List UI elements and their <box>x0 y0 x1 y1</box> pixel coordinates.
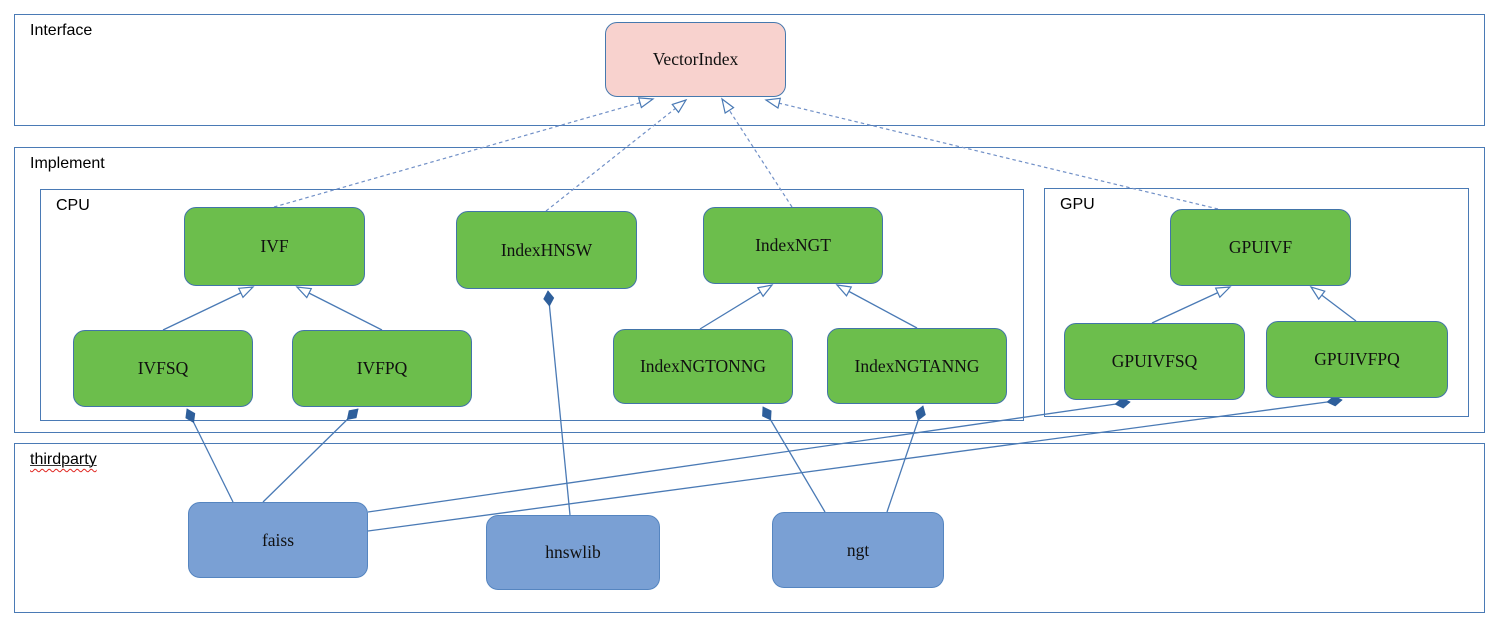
node-gpuivf-label: GPUIVF <box>1228 237 1293 257</box>
node-ivf-label: IVF <box>260 236 289 256</box>
node-gpuivfpq-label: GPUIVFPQ <box>1314 349 1400 369</box>
node-ivf: IVF <box>184 207 365 286</box>
node-ivfsq-label: IVFSQ <box>137 358 189 378</box>
node-gpuivfsq: GPUIVFSQ <box>1064 323 1245 400</box>
node-indexngtonng: IndexNGTONNG <box>613 329 793 404</box>
node-ivfsq: IVFSQ <box>73 330 253 407</box>
implement-container-label: Implement <box>30 155 105 172</box>
interface-container-label: Interface <box>30 22 93 39</box>
node-indexhnsw-label: IndexHNSW <box>500 239 593 260</box>
node-gpuivfpq: GPUIVFPQ <box>1266 321 1448 398</box>
thirdparty-container-label: thirdparty <box>30 451 97 469</box>
node-gpuivf: GPUIVF <box>1170 209 1351 286</box>
node-vectorindex: VectorIndex <box>605 22 786 97</box>
node-faiss: faiss <box>188 502 368 578</box>
node-hnswlib: hnswlib <box>486 515 660 590</box>
node-indexngtanng-label: IndexNGTANNG <box>854 355 980 376</box>
node-ngt-label: ngt <box>846 539 870 560</box>
node-gpuivfsq-label: GPUIVFSQ <box>1111 351 1198 371</box>
node-ngt: ngt <box>772 512 944 588</box>
node-vectorindex-label: VectorIndex <box>652 49 739 69</box>
node-indexngtonng-label: IndexNGTONNG <box>639 356 767 376</box>
thirdparty-container-label-text: thirdparty <box>30 451 97 468</box>
node-ivfpq-label: IVFPQ <box>356 358 408 378</box>
node-indexhnsw: IndexHNSW <box>456 211 637 289</box>
node-indexngt: IndexNGT <box>703 207 883 284</box>
node-indexngt-label: IndexNGT <box>755 235 831 255</box>
node-hnswlib-label: hnswlib <box>545 542 601 562</box>
node-ivfpq: IVFPQ <box>292 330 472 407</box>
cpu-container-label: CPU <box>56 197 90 214</box>
gpu-container-label: GPU <box>1060 196 1095 213</box>
node-faiss-label: faiss <box>261 529 295 550</box>
node-indexngtanng: IndexNGTANNG <box>827 328 1007 404</box>
